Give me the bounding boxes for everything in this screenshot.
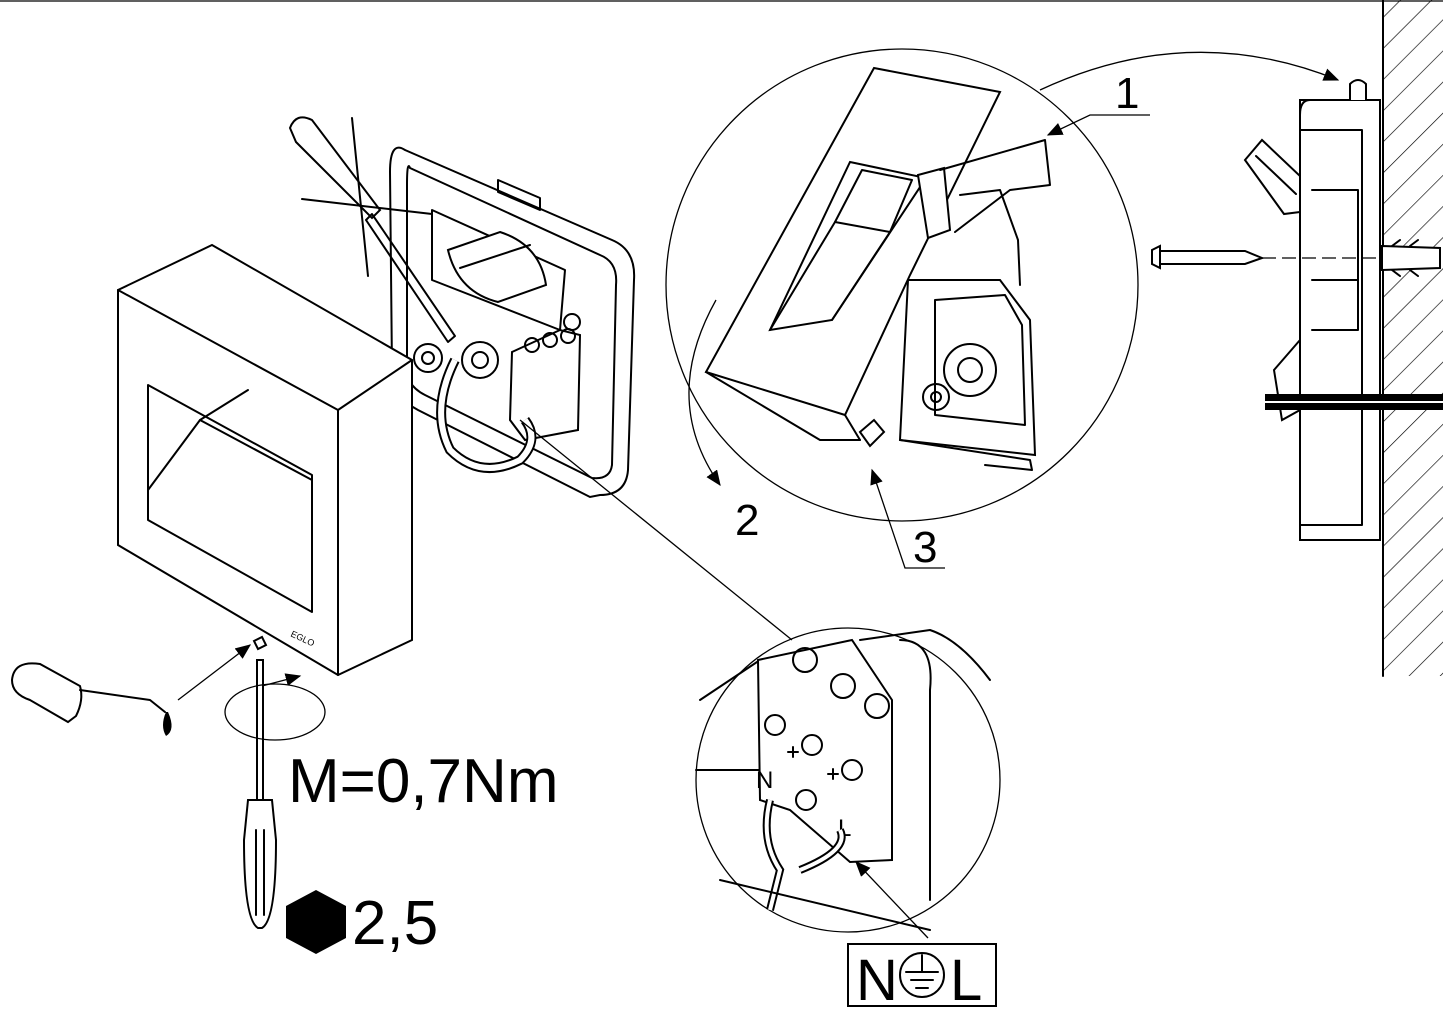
legend-n: N	[856, 948, 898, 1011]
mount-arrow	[1039, 51, 1340, 91]
lamp-side-view	[1243, 79, 1443, 541]
torque-screwdriver	[224, 659, 326, 929]
hex-key-icon	[286, 890, 346, 954]
callout-2: 2	[735, 496, 759, 545]
earth-icon	[899, 952, 945, 998]
clip-detail-zoom	[665, 48, 1139, 522]
terminal-zoom: N L	[695, 627, 1001, 933]
glue-dispenser	[10, 662, 172, 736]
lamp-cover: EGLO	[117, 243, 413, 677]
no-screwdriver-warning	[288, 116, 456, 343]
callout-leaders	[688, 114, 1150, 569]
wall-anchor	[1381, 239, 1441, 277]
torque-label: M=0,7Nm	[288, 747, 558, 816]
callout-3: 3	[913, 523, 937, 572]
glue-drop	[163, 712, 172, 736]
callout-1: 1	[1115, 69, 1139, 118]
mounting-plate	[388, 146, 636, 499]
wall-screw	[1151, 244, 1390, 270]
clip-part	[858, 418, 886, 448]
terminal-n-label: N	[756, 767, 773, 794]
set-screw	[252, 635, 268, 651]
wiring-legend: N L	[847, 943, 997, 1011]
terminal-leader	[519, 419, 793, 641]
hex-size-label: 2,5	[352, 889, 438, 958]
wall	[1382, 0, 1443, 677]
wiring-arrow	[855, 861, 929, 939]
legend-l: L	[950, 948, 982, 1011]
glue-arrow	[177, 644, 252, 701]
